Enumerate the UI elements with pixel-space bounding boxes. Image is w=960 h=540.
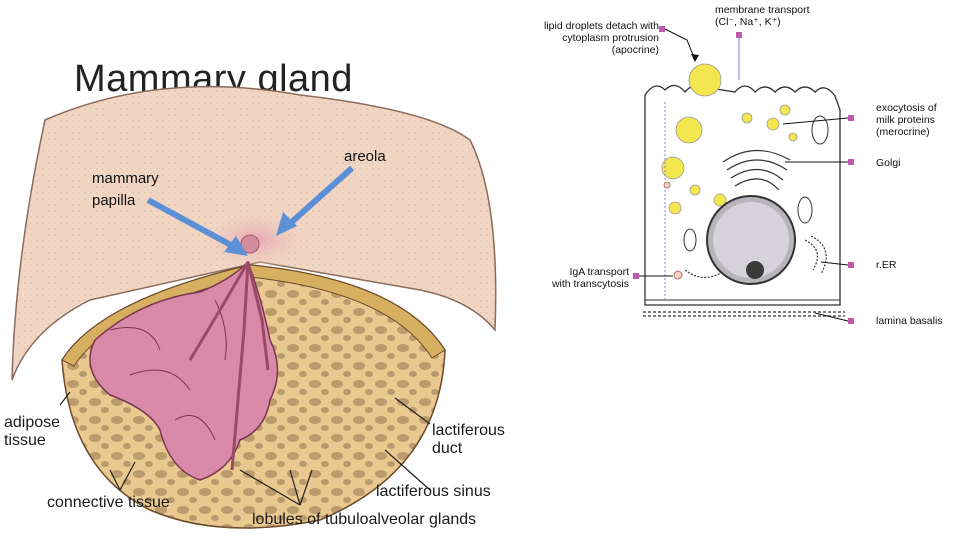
- nipple: [240, 234, 260, 254]
- lamina-basalis-label: lamina basalis: [876, 315, 943, 327]
- marker-square: [848, 262, 854, 268]
- lipid-droplets-label: lipid droplets detach with cytoplasm pro…: [544, 20, 659, 56]
- marker-square: [736, 32, 742, 38]
- golgi-label: Golgi: [876, 157, 901, 169]
- mitochondrion: [683, 228, 697, 252]
- secretory-cell-diagram: [633, 26, 854, 324]
- mitochondrion: [797, 196, 813, 224]
- protein-granule: [713, 193, 727, 207]
- lactiferous-ducts: [188, 261, 270, 471]
- areola-label: areola: [344, 148, 386, 165]
- lipid-droplet: [661, 156, 685, 180]
- marker-square: [848, 159, 854, 165]
- lipid-droplet: [675, 116, 703, 144]
- marker-square: [659, 26, 665, 32]
- mitochondrion: [811, 115, 829, 145]
- marker-square: [848, 115, 854, 121]
- lipid-droplet: [689, 184, 701, 196]
- papilla-arrow: [146, 197, 242, 253]
- nucleolus: [746, 261, 764, 279]
- protein-granule: [741, 112, 753, 124]
- lipid-droplet: [668, 201, 682, 215]
- marker-square: [633, 273, 639, 279]
- rer-label: r.ER: [876, 259, 897, 271]
- adipose-tissue-label: adipose tissue: [4, 414, 61, 449]
- areola-arrow: [282, 165, 355, 231]
- exocytosis-label: exocytosis of milk proteins (merocrine): [876, 102, 937, 138]
- golgi-apparatus: [722, 149, 791, 191]
- mammary-papilla-label: mammary papilla: [92, 170, 159, 209]
- lamina-basalis: [643, 311, 845, 317]
- lactiferous-sinus-label: lactiferous sinus: [376, 483, 491, 500]
- lipid-droplet: [688, 63, 722, 97]
- protein-granule: [779, 104, 791, 116]
- connective-tissue-label: connective tissue: [47, 494, 170, 511]
- lactiferous-duct-label: lactiferous duct: [432, 422, 505, 457]
- protein-granule: [766, 117, 780, 131]
- gland-lobules: [89, 260, 279, 481]
- mammary-gland-illustration: [11, 85, 497, 529]
- protein-granule: [788, 132, 798, 142]
- marker-square: [848, 318, 854, 324]
- iga-transport-label: IgA transport with transcytosis: [551, 266, 629, 290]
- membrane-transport-label: membrane transport (Cl⁻, Na⁺, K⁺): [715, 4, 810, 28]
- lobules-label: lobules of tubuloalveolar glands: [252, 511, 477, 528]
